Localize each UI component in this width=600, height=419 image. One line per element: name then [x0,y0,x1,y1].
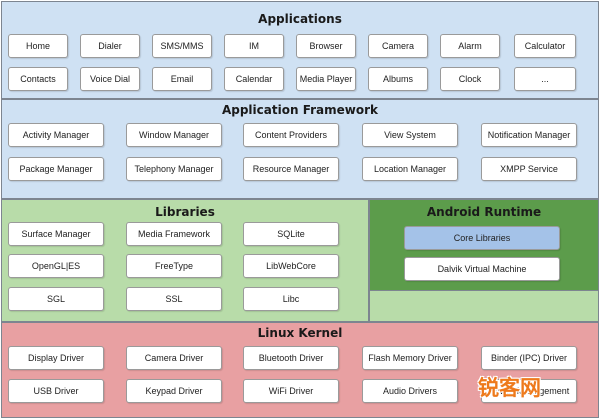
location-manager-box: Location Manager [362,157,458,181]
watermark-text: 锐客网 [478,376,541,400]
linux-kernel-title: Linux Kernel [257,326,343,340]
app-voice-dial-box: Voice Dial [80,67,140,91]
applications-title: Applications [258,12,342,26]
linux-kernel-layer: Linux Kernel [1,322,599,418]
app-calculator-box: Calculator [514,34,576,58]
framework-layer: Application Framework [1,99,599,199]
libwebcore-box: LibWebCore [243,254,339,278]
freetype-box: FreeType [126,254,222,278]
notification-manager-box: Notification Manager [481,123,577,147]
display-driver-box: Display Driver [8,346,104,370]
telephony-manager-box: Telephony Manager [126,157,222,181]
view-system-box: View System [362,123,458,147]
camera-driver-box: Camera Driver [126,346,222,370]
xmpp-service-box: XMPP Service [481,157,577,181]
app-dialer-box: Dialer [80,34,140,58]
wifi-driver-box: WiFi Driver [243,379,339,403]
flash-memory-driver-box: Flash Memory Driver [362,346,458,370]
activity-manager-box: Activity Manager [8,123,104,147]
app-browser-box: Browser [296,34,356,58]
audio-drivers-box: Audio Drivers [362,379,458,403]
sgl-box: SGL [8,287,104,311]
media-framework-box: Media Framework [126,222,222,246]
app-clock-box: Clock [440,67,500,91]
app-calendar-box: Calendar [224,67,284,91]
binder-ipc-driver-box: Binder (IPC) Driver [481,346,577,370]
window-manager-box: Window Manager [126,123,222,147]
resource-manager-box: Resource Manager [243,157,339,181]
app-home-box: Home [8,34,68,58]
package-manager-box: Package Manager [8,157,104,181]
app-more-box: ... [514,67,576,91]
opengl-es-box: OpenGL|ES [8,254,104,278]
libraries-title: Libraries [155,205,215,219]
app-camera-box: Camera [368,34,428,58]
watermark-logo: 锐客网 [478,372,598,402]
libraries-layer-extension [369,291,599,322]
app-media-player-box: Media Player [296,67,356,91]
ssl-box: SSL [126,287,222,311]
libc-box: Libc [243,287,339,311]
app-contacts-box: Contacts [8,67,68,91]
framework-title: Application Framework [221,103,379,117]
app-albums-box: Albums [368,67,428,91]
usb-driver-box: USB Driver [8,379,104,403]
app-im-box: IM [224,34,284,58]
android-runtime-title: Android Runtime [426,205,542,219]
surface-manager-box: Surface Manager [8,222,104,246]
app-sms-mms-box: SMS/MMS [152,34,212,58]
sqlite-box: SQLite [243,222,339,246]
keypad-driver-box: Keypad Driver [126,379,222,403]
app-alarm-box: Alarm [440,34,500,58]
app-email-box: Email [152,67,212,91]
content-providers-box: Content Providers [243,123,339,147]
bluetooth-driver-box: Bluetooth Driver [243,346,339,370]
dalvik-vm-box: Dalvik Virtual Machine [404,257,560,281]
core-libraries-box: Core Libraries [404,226,560,250]
power-management-box: Power Management [481,379,577,403]
